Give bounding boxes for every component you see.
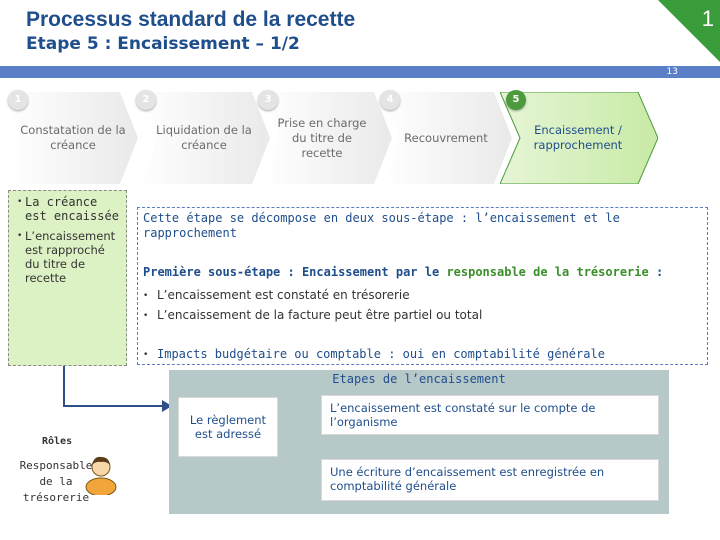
step-number-badge: 5 <box>506 90 526 110</box>
list-item: • L’encaissement de la facture peut être … <box>143 308 482 322</box>
process-step-4[interactable]: 4 Recouvrement <box>380 90 512 184</box>
step-number-badge: 4 <box>380 90 400 110</box>
list-item: • L’encaissement est constaté en trésorer… <box>143 288 410 302</box>
roles-title: Rôles <box>42 436 73 447</box>
chevron-shape <box>382 92 512 184</box>
trigger-card: Le règlement est adressé <box>178 397 278 457</box>
step-number-badge: 2 <box>136 90 156 110</box>
chevron-shape <box>8 92 138 184</box>
list-item-text: L’encaissement de la facture peut être p… <box>157 308 483 322</box>
step-number-badge: 1 <box>8 90 28 110</box>
step-description-box <box>137 207 708 365</box>
process-step-3[interactable]: 3 Prise en charge du titre de recette <box>258 90 392 184</box>
step-label: Prise en charge du titre de recette <box>277 115 367 160</box>
summary-bullet: La créance est encaissée <box>17 195 120 223</box>
impacts-line: • Impacts budgétaire ou comptable : oui e… <box>143 347 605 361</box>
summary-bullet: L’encaissement est rapproché du titre de… <box>17 229 120 285</box>
bullet-dot: • <box>143 291 149 301</box>
step-label: Liquidation de la créance <box>156 123 252 152</box>
etape-card-2: Une écriture d’encaissement est enregist… <box>321 459 659 501</box>
step-label: Encaissement / rapprochement <box>533 123 623 152</box>
chevron-shape <box>262 92 392 184</box>
sub-step-suffix: : <box>648 265 664 279</box>
step-intro: Cette étape se décompose en deux sous-ét… <box>143 211 620 240</box>
title-bar <box>0 66 720 78</box>
step-number-badge: 3 <box>258 90 278 110</box>
list-item-text: L’encaissement est constaté en trésoreri… <box>157 288 410 302</box>
sub-step-role-highlight: responsable de la trésorerie <box>446 265 649 279</box>
user-icon <box>85 456 117 495</box>
step-summary-panel: La créance est encaissée L’encaissement … <box>8 190 127 366</box>
step-label: Constatation de la créance <box>20 123 126 152</box>
etape-card-1: L’encaissement est constaté sur le compt… <box>321 395 659 435</box>
bullet-dot: • <box>143 350 149 360</box>
chevron-shape-active <box>500 92 658 184</box>
page-title: Processus standard de la recette <box>26 8 356 31</box>
page-number: 13 <box>666 67 678 77</box>
process-step-1[interactable]: 1 Constatation de la créance <box>8 90 138 184</box>
sub-step-prefix: Première sous-étape : Encaissement par l… <box>143 265 447 279</box>
page-subtitle: Etape 5 : Encaissement – 1/2 <box>26 34 300 54</box>
sub-step-heading: Première sous-étape : Encaissement par l… <box>143 265 663 279</box>
etapes-title: Etapes de l’encaissement <box>332 372 506 386</box>
corner-triangle <box>658 0 720 62</box>
process-step-5-active[interactable]: 5 Encaissement / rapprochement <box>500 90 658 184</box>
process-step-2[interactable]: 2 Liquidation de la créance <box>136 90 270 184</box>
role-label: Responsable de la trésorerie <box>19 459 93 504</box>
step-label: Recouvrement <box>404 130 488 145</box>
impacts-text: Impacts budgétaire ou comptable : oui en… <box>157 347 605 361</box>
section-number: 1 <box>701 6 714 31</box>
chevron-shape <box>140 92 270 184</box>
bullet-dot: • <box>143 311 149 321</box>
